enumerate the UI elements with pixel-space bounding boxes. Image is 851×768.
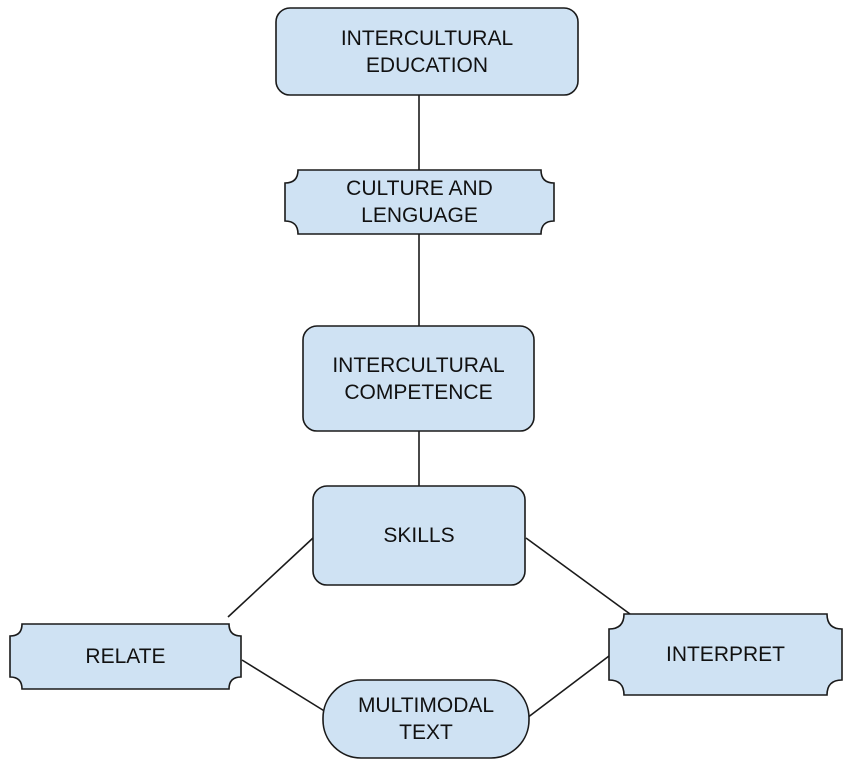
connector-skills-interpret: [525, 537, 631, 615]
culture-and-language-label: CULTURE AND LENGUAGE: [346, 177, 493, 227]
interpret-node: INTERPRET: [609, 614, 842, 695]
intercultural-education-shape: [275, 7, 579, 96]
intercultural-competence-shape: [302, 325, 535, 432]
connector-multimodal-interpret: [526, 655, 610, 719]
skills-node: SKILLS: [313, 486, 525, 585]
culture-and-language-shape: [284, 169, 555, 235]
intercultural-education-node: INTERCULTURAL EDUCATION: [276, 8, 578, 95]
interpret-shape: [608, 613, 843, 696]
culture-and-language-node: CULTURE AND LENGUAGE: [285, 170, 554, 234]
relate-shape: [9, 623, 242, 690]
skills-label: SKILLS: [383, 524, 455, 547]
intercultural-competence-label: INTERCULTURAL COMPETENCE: [332, 353, 505, 404]
connector-relate-multimodal: [241, 659, 327, 713]
intercultural-education-label: INTERCULTURAL EDUCATION: [340, 26, 514, 77]
connector-skills-relate: [227, 537, 314, 618]
multimodal-text-shape: [322, 679, 530, 759]
multimodal-text-label: MULTIMODAL TEXT: [357, 694, 495, 744]
relate-label: RELATE: [85, 645, 166, 668]
intercultural-competence-node: INTERCULTURAL COMPETENCE: [303, 326, 534, 431]
skills-shape: [312, 485, 526, 586]
multimodal-text-node: MULTIMODAL TEXT: [323, 680, 529, 758]
relate-node: RELATE: [10, 624, 241, 689]
interpret-label: INTERPRET: [665, 643, 785, 666]
